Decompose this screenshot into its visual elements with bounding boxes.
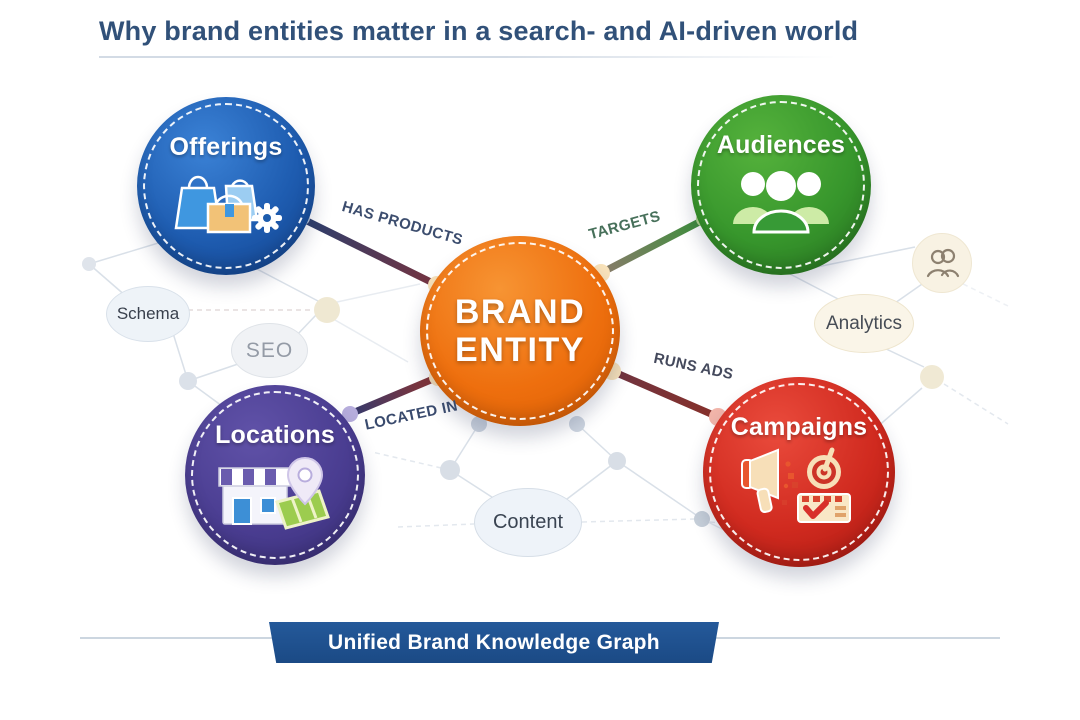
banner: Unified Brand Knowledge Graph bbox=[269, 622, 719, 663]
bubble-schema: Schema bbox=[106, 286, 190, 342]
map-pin-icon bbox=[286, 456, 324, 506]
person-pair-icon bbox=[926, 248, 960, 278]
node-campaigns-label: Campaigns bbox=[730, 413, 868, 441]
bubble-content-label: Content bbox=[492, 511, 564, 533]
megaphone-icon bbox=[741, 448, 794, 514]
edge-targets bbox=[597, 215, 709, 277]
target-icon bbox=[807, 447, 841, 489]
edge-has-products bbox=[299, 215, 441, 289]
node-audiences-label: Audiences bbox=[716, 131, 846, 159]
brand-entity-line2: ENTITY bbox=[455, 331, 585, 369]
bubble-analytics-label: Analytics bbox=[825, 312, 903, 334]
bubble-content: Content bbox=[474, 488, 582, 557]
node-offerings: Offerings bbox=[137, 97, 315, 275]
checklist-icon bbox=[782, 482, 851, 523]
edge-runs-ads bbox=[608, 367, 722, 421]
node-locations-label: Locations bbox=[215, 421, 335, 449]
banner-label: Unified Brand Knowledge Graph bbox=[328, 630, 660, 654]
bubble-seo-label: SEO bbox=[245, 338, 294, 362]
relation-connectors bbox=[299, 215, 722, 421]
offerings-icons bbox=[174, 175, 282, 234]
title-divider bbox=[99, 56, 836, 58]
node-offerings-label: Offerings bbox=[169, 133, 283, 161]
edge-located-in bbox=[346, 373, 442, 418]
node-locations: Locations bbox=[185, 385, 365, 565]
bubble-analytics: Analytics bbox=[814, 294, 914, 353]
bubble-person bbox=[912, 233, 972, 293]
people-group-icon bbox=[733, 171, 829, 234]
bubble-seo: SEO bbox=[231, 323, 308, 378]
storefront-icon bbox=[218, 467, 292, 525]
campaigns-icons bbox=[741, 447, 851, 523]
node-brand-entity: BRAND ENTITY bbox=[420, 236, 620, 426]
brand-entity-label: BRAND ENTITY bbox=[455, 293, 585, 369]
brand-entity-line1: BRAND bbox=[454, 292, 586, 331]
page-title: Why brand entities matter in a search- a… bbox=[99, 16, 859, 46]
gear-icon bbox=[252, 203, 282, 233]
node-campaigns: Campaigns bbox=[703, 377, 895, 567]
network-dots bbox=[82, 257, 944, 527]
node-audiences: Audiences bbox=[691, 95, 871, 275]
locations-icons bbox=[218, 456, 330, 530]
gift-box-icon bbox=[206, 194, 252, 234]
bubble-schema-label: Schema bbox=[116, 304, 180, 323]
